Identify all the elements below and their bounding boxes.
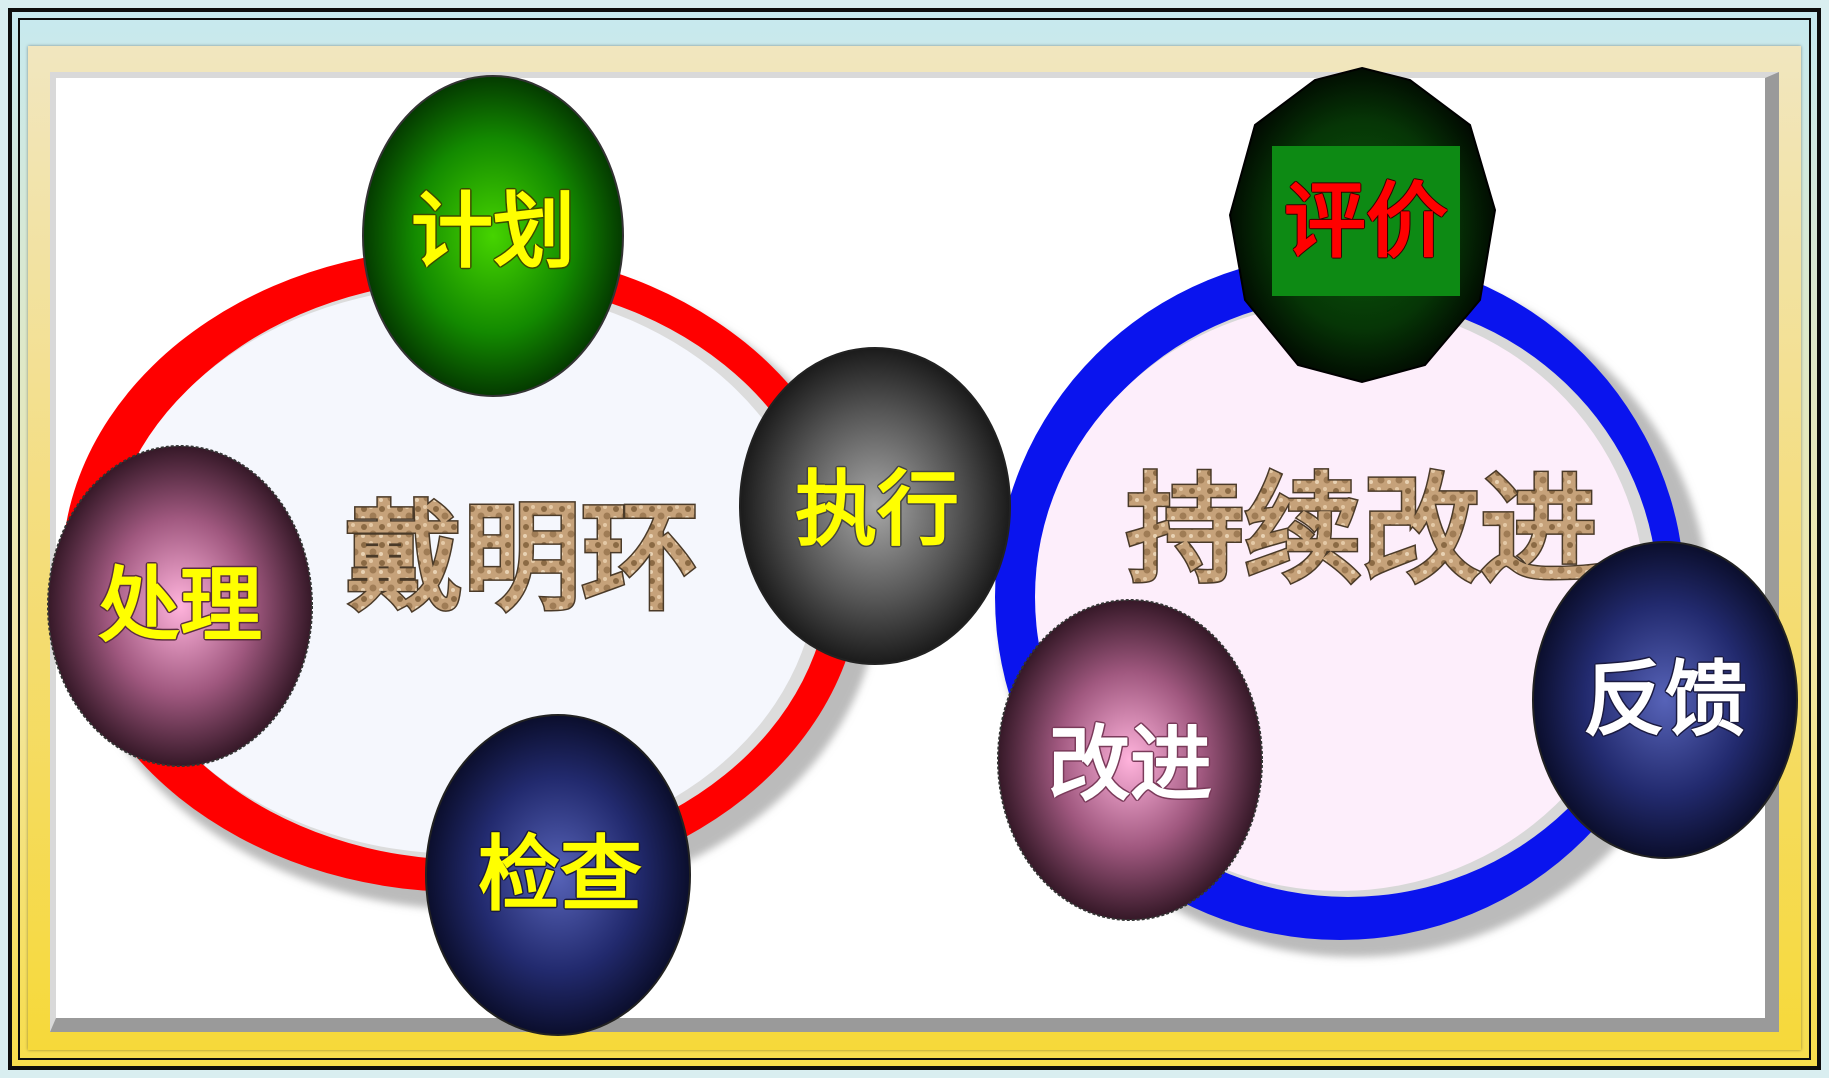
node-plan-label: 计划 (411, 185, 575, 280)
pdca-ring-group (62, 248, 880, 910)
node-evaluate: 评价 (1228, 66, 1497, 384)
node-act-label: 处理 (98, 559, 262, 654)
pdca-title: 戴明环 (345, 489, 699, 627)
node-feedback-label: 反馈 (1583, 653, 1747, 748)
node-do: 执行 (739, 347, 1011, 665)
node-check: 检查 (425, 714, 691, 1036)
node-improve: 改进 (997, 599, 1263, 921)
pdca-ring-fill (107, 286, 817, 854)
inner-frame-line (18, 18, 1811, 1060)
node-do-label: 执行 (795, 463, 959, 558)
node-plan: 计划 (362, 75, 624, 397)
node-act: 处理 (47, 445, 313, 767)
node-check-label: 检查 (478, 828, 642, 923)
node-feedback: 反馈 (1532, 541, 1798, 859)
improvement-title: 持续改进 (1126, 461, 1598, 599)
node-evaluate-label: 评价 (1284, 175, 1448, 270)
node-evaluate-highlight (1272, 146, 1460, 296)
node-improve-label: 改进 (1048, 718, 1212, 813)
